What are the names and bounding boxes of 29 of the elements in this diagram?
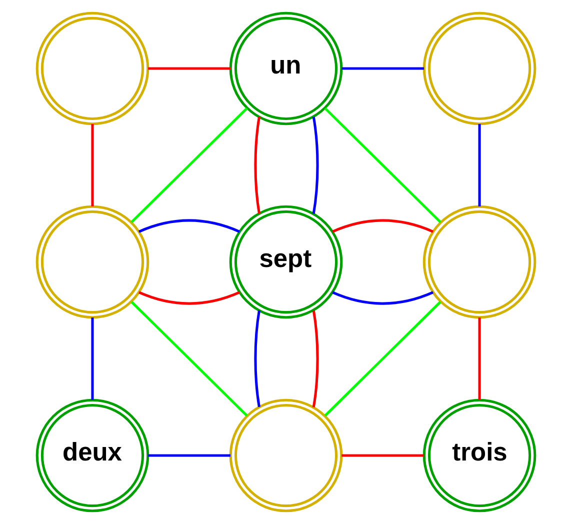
node-circle [422, 12, 536, 126]
node-circle: un [229, 12, 343, 126]
connector [138, 219, 240, 233]
node-circle: deux [36, 398, 150, 512]
connector [332, 219, 434, 233]
node-circle [422, 205, 536, 319]
node-circle [36, 12, 150, 126]
connector [324, 107, 442, 224]
connector [91, 317, 94, 400]
connector [324, 301, 442, 417]
connector [342, 454, 424, 457]
connector [478, 124, 481, 206]
node-circle: trois [422, 398, 536, 512]
node-circle [36, 205, 150, 319]
connector [312, 116, 319, 214]
connector [478, 317, 481, 400]
connector [254, 310, 260, 408]
connector [138, 291, 240, 305]
connector [130, 301, 248, 417]
node-circle [229, 398, 343, 512]
connector [148, 454, 230, 457]
connector [332, 291, 434, 305]
connector [91, 124, 94, 206]
node-circle: sept [229, 205, 343, 319]
connector [130, 107, 248, 224]
connector [148, 67, 230, 70]
connector [342, 67, 424, 70]
connector [254, 116, 260, 214]
connector [312, 310, 319, 408]
